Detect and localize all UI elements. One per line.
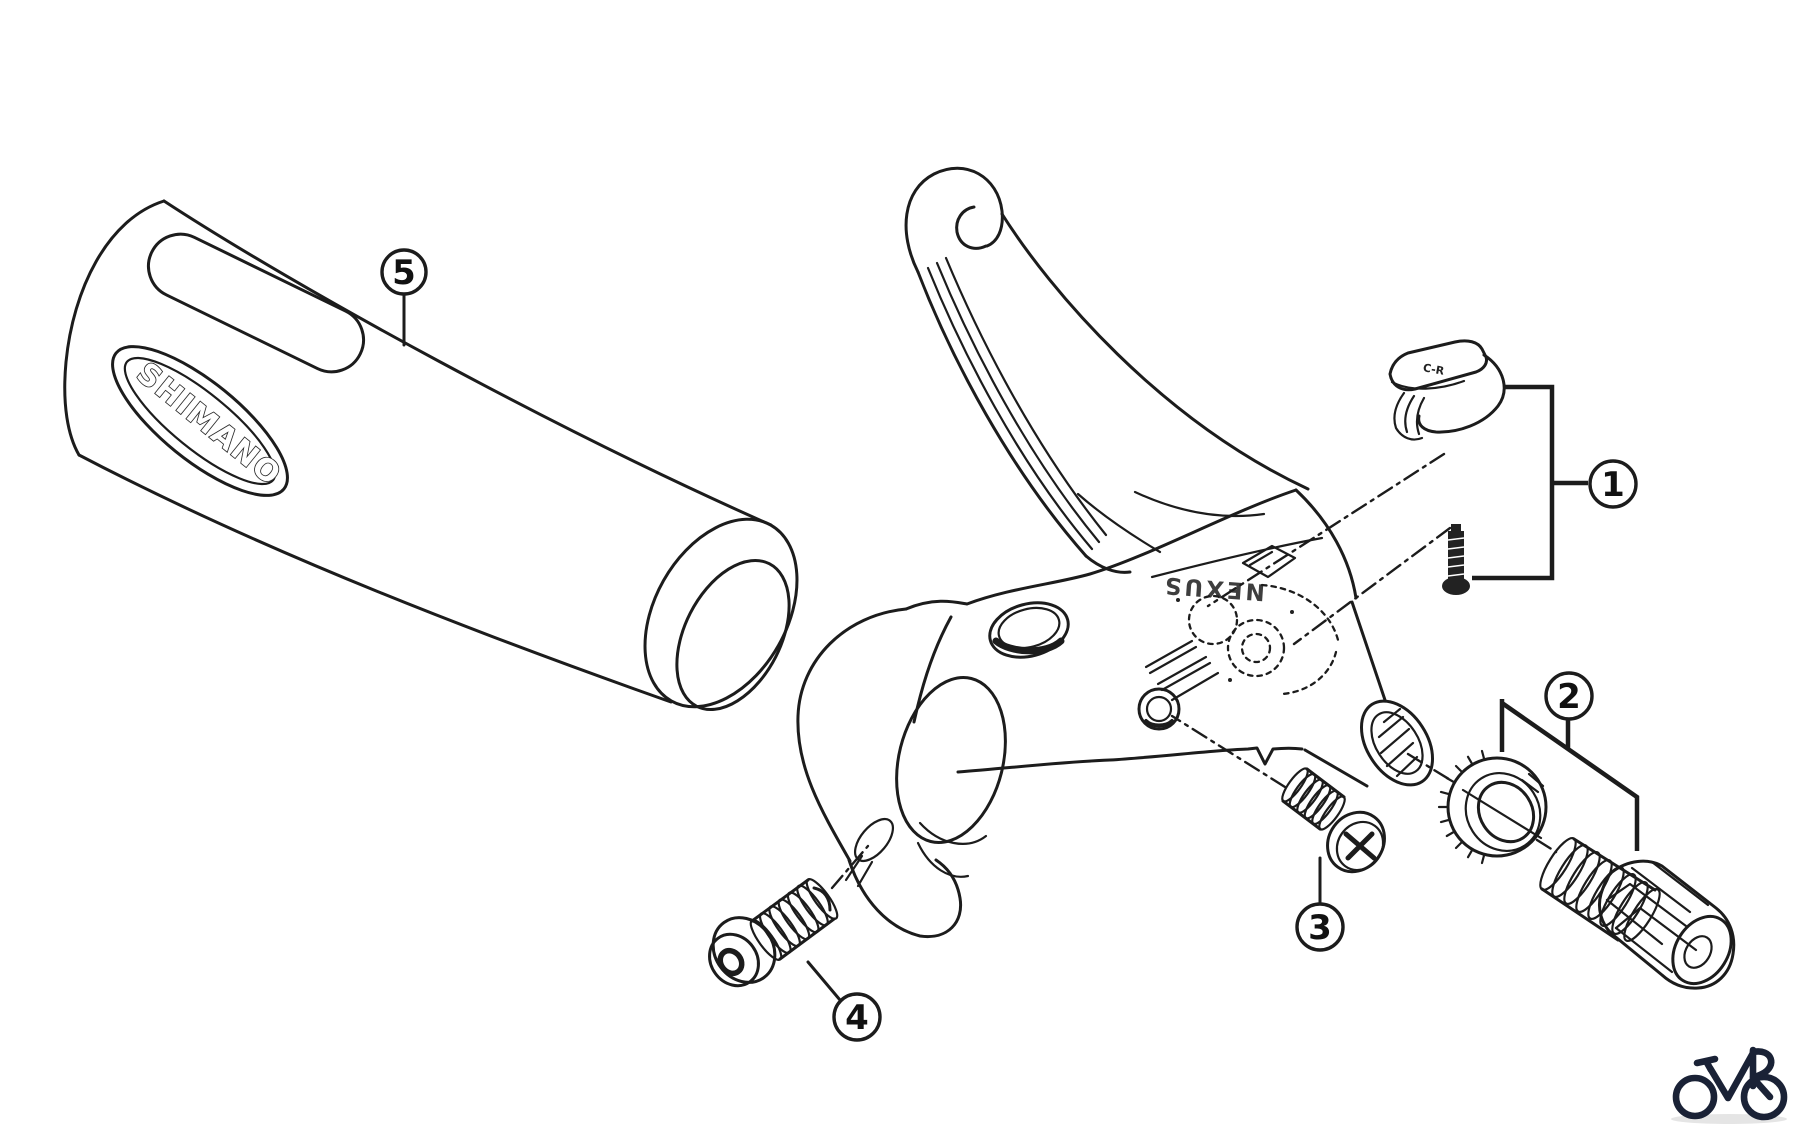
release-lever-ribs <box>1393 391 1426 441</box>
blade-hook-curl <box>955 205 988 250</box>
blade-tip <box>1084 554 1132 574</box>
adjuster-thread-silhouette <box>1540 837 1657 942</box>
svg-text:1: 1 <box>1601 465 1625 505</box>
part3-axis-line <box>1170 714 1287 789</box>
grip-bottom-edge <box>77 453 673 704</box>
lock-ring-knurling <box>1437 749 1486 865</box>
body-right-edge <box>1294 488 1358 600</box>
grip-end-bore <box>675 558 791 712</box>
callout-4: 4 <box>832 992 882 1042</box>
phillips-cross-icon <box>1343 831 1377 861</box>
adjuster-end-face <box>1671 915 1733 985</box>
clamp-bore <box>895 676 1007 844</box>
lock-ring <box>1437 749 1548 865</box>
body-bottom-edge <box>956 746 1304 774</box>
part3-screw-silhouette <box>1281 767 1346 831</box>
part4-bolt-tip <box>812 886 832 912</box>
adjuster-cable-hole <box>1683 935 1713 969</box>
svg-text:2: 2 <box>1557 677 1581 717</box>
clamp-slot <box>844 854 874 888</box>
brake-lever-blade <box>904 166 1310 574</box>
release-lever-lobe <box>1417 353 1506 434</box>
grip-brand-label: SHIMANO <box>130 356 288 494</box>
blade-hook-outline <box>904 166 1004 274</box>
logo-right-wheel <box>1740 1073 1788 1121</box>
part2-adjuster-assembly: 2 <box>1406 671 1736 990</box>
part3-pivot-screw: 3 <box>1170 714 1386 952</box>
logo-left-wheel <box>1672 1074 1718 1120</box>
clamp-lug <box>847 858 963 939</box>
hex-socket-icon <box>717 947 745 977</box>
grip-end-rim <box>643 517 799 709</box>
clamp-boss-oval <box>988 601 1070 659</box>
grip-left-cap <box>63 199 166 457</box>
callout-3: 3 <box>1295 902 1345 952</box>
part4-clamp-bolt: 4 <box>708 844 882 1042</box>
svg-text:5: 5 <box>392 253 416 293</box>
release-lever-mount-plate <box>1241 544 1297 579</box>
part1-bracket <box>1472 384 1588 581</box>
part4-axis-line <box>830 844 870 890</box>
callout-1: 1 <box>1588 459 1638 509</box>
cable-adjuster-threaded-hole <box>1370 711 1424 775</box>
blade-right-edge <box>1000 212 1310 491</box>
lever-pivot-hole <box>1137 687 1181 731</box>
callout-5: 5 <box>380 248 428 347</box>
callout-2: 2 <box>1544 671 1594 721</box>
release-lever-label: C-R <box>1422 361 1446 378</box>
part1-leader-line <box>1206 452 1446 608</box>
grip-window-slot <box>147 232 365 374</box>
logo-frame <box>1693 1046 1774 1102</box>
barrel-adjuster <box>1539 837 1736 990</box>
clamp-band-outer <box>796 607 908 863</box>
lock-ring-slot <box>1520 772 1545 794</box>
logo-r-loop <box>1749 1048 1775 1081</box>
grip-part: SHIMANO <box>63 199 799 712</box>
svg-text:4: 4 <box>845 998 869 1038</box>
thread-hatching <box>1377 707 1419 778</box>
bike-logo-icon <box>1671 1046 1788 1124</box>
part4-leader-line <box>806 960 842 1002</box>
part1-release-lever: C-R 1 <box>1206 339 1638 646</box>
cable-boss <box>1303 600 1435 788</box>
body-ledge-line <box>1150 536 1324 579</box>
svg-text:3: 3 <box>1308 908 1332 948</box>
release-lever-paddle <box>1388 339 1488 392</box>
part4-bolt-head <box>711 916 777 984</box>
part1-screw <box>1442 524 1470 595</box>
part4-bolt-silhouette <box>750 878 836 961</box>
hidden-gear-detail <box>1176 583 1340 696</box>
part2-axis-line <box>1406 752 1558 854</box>
adjuster-knob <box>1597 859 1736 990</box>
blade-left-edge <box>916 270 1088 558</box>
part2-bracket <box>1499 699 1640 851</box>
grip-brand-badge: SHIMANO <box>111 345 289 497</box>
adjuster-knob-flutes <box>1605 860 1710 974</box>
body-top-edge <box>904 488 1298 611</box>
body-hatch-shading <box>1144 639 1220 702</box>
grip-top-edge <box>162 199 773 527</box>
part1-screw-leader-line <box>1292 526 1452 646</box>
